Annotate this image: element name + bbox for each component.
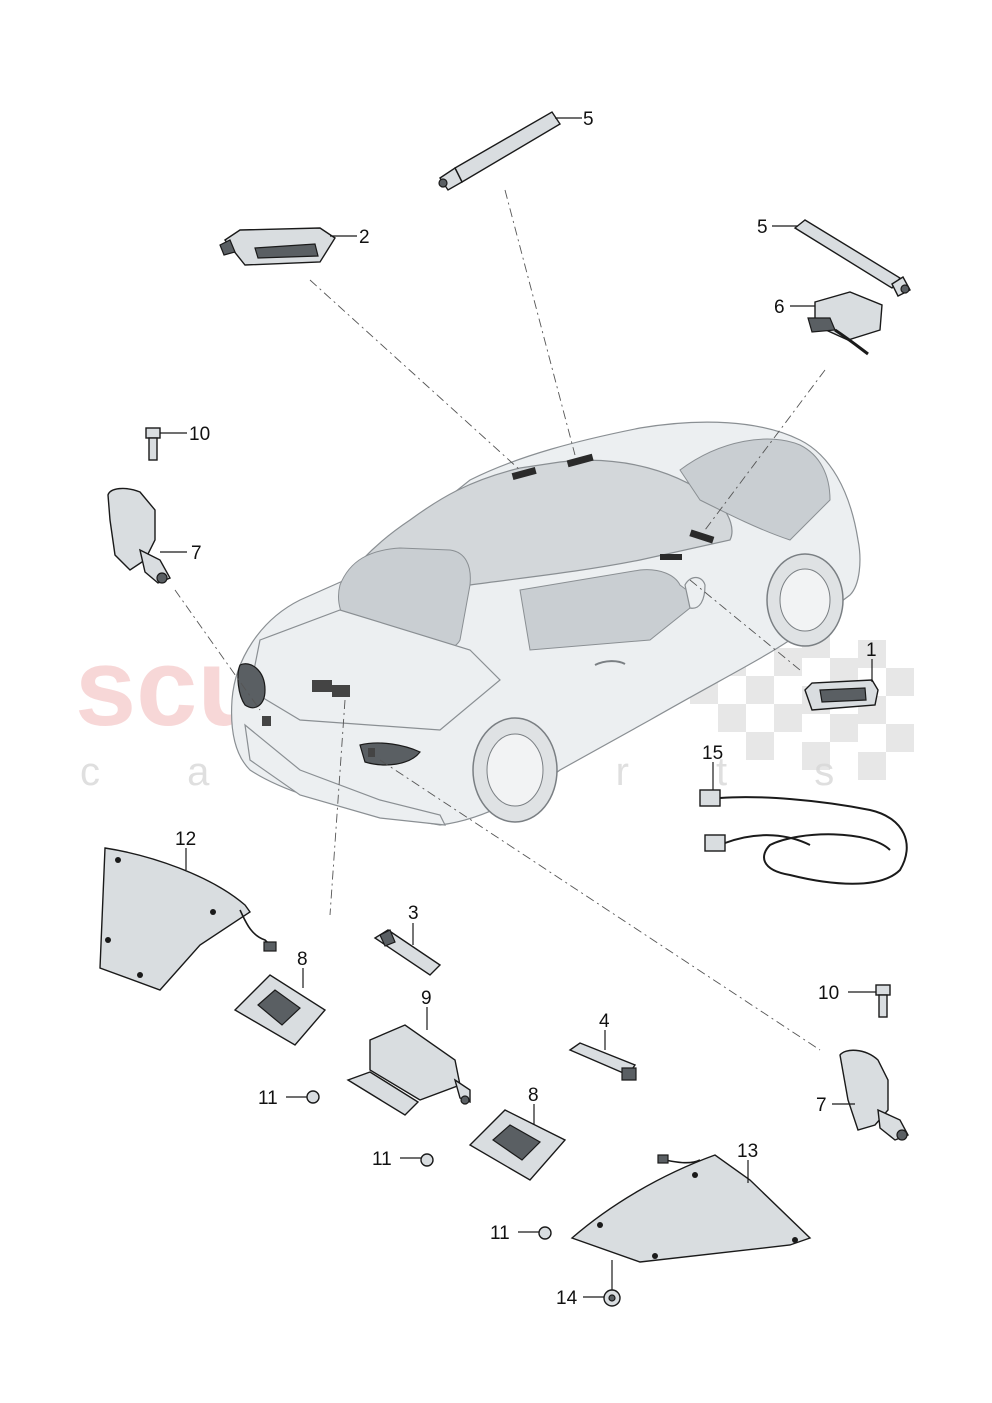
part-1-module[interactable] bbox=[804, 679, 879, 711]
part-5-rod-top[interactable] bbox=[438, 111, 561, 191]
part-5-rod-right[interactable] bbox=[793, 219, 911, 297]
callout-14: 14 bbox=[556, 1288, 578, 1309]
part-12-shield-plate[interactable] bbox=[99, 847, 277, 991]
callout-8-right: 8 bbox=[528, 1085, 539, 1106]
callout-8-left: 8 bbox=[297, 949, 308, 970]
callout-7-right: 7 bbox=[816, 1095, 827, 1116]
part-3-antenna[interactable] bbox=[373, 929, 442, 976]
reference-lines bbox=[174, 189, 826, 1051]
part-11-screw-c[interactable] bbox=[538, 1226, 552, 1240]
callout-3: 3 bbox=[408, 903, 419, 924]
callout-1: 1 bbox=[866, 640, 877, 661]
part-11-screw-a[interactable] bbox=[306, 1090, 320, 1104]
part-4-antenna[interactable] bbox=[568, 1042, 637, 1081]
callout-5-right: 5 bbox=[757, 217, 768, 238]
part-8-mount-plate-left[interactable] bbox=[233, 974, 327, 1046]
part-15-cable[interactable] bbox=[699, 789, 908, 885]
callout-4: 4 bbox=[599, 1011, 610, 1032]
car-illustration bbox=[230, 421, 861, 826]
callout-12: 12 bbox=[175, 829, 196, 850]
callout-2: 2 bbox=[359, 227, 370, 248]
part-11-screw-b[interactable] bbox=[420, 1153, 434, 1167]
callout-5-top: 5 bbox=[583, 109, 594, 130]
callout-9: 9 bbox=[421, 988, 432, 1009]
part-10-bolt-right[interactable] bbox=[875, 984, 891, 1018]
callout-13: 13 bbox=[737, 1141, 758, 1162]
callout-10-left: 10 bbox=[189, 424, 210, 445]
callout-10-right: 10 bbox=[818, 983, 839, 1004]
callout-7-left: 7 bbox=[191, 543, 202, 564]
part-9-control-module[interactable] bbox=[346, 1024, 471, 1116]
part-7-bracket-right[interactable] bbox=[839, 1049, 909, 1141]
callout-11-c: 11 bbox=[490, 1223, 510, 1244]
part-6-control-unit[interactable] bbox=[807, 291, 883, 356]
part-13-shield-plate[interactable] bbox=[570, 1154, 812, 1263]
callout-15: 15 bbox=[702, 743, 723, 764]
part-2-sensor[interactable] bbox=[219, 227, 336, 266]
callout-6: 6 bbox=[774, 297, 785, 318]
part-8-mount-plate-right[interactable] bbox=[468, 1109, 567, 1181]
callout-labels: 1 2 3 4 5 5 6 7 7 8 8 9 10 10 11 11 11 1… bbox=[175, 109, 877, 1309]
part-10-bolt-left[interactable] bbox=[145, 427, 161, 461]
callout-11-a: 11 bbox=[258, 1088, 278, 1109]
callout-11-b: 11 bbox=[372, 1149, 392, 1170]
part-7-bracket-left[interactable] bbox=[107, 487, 171, 584]
part-14-clip[interactable] bbox=[603, 1289, 621, 1307]
